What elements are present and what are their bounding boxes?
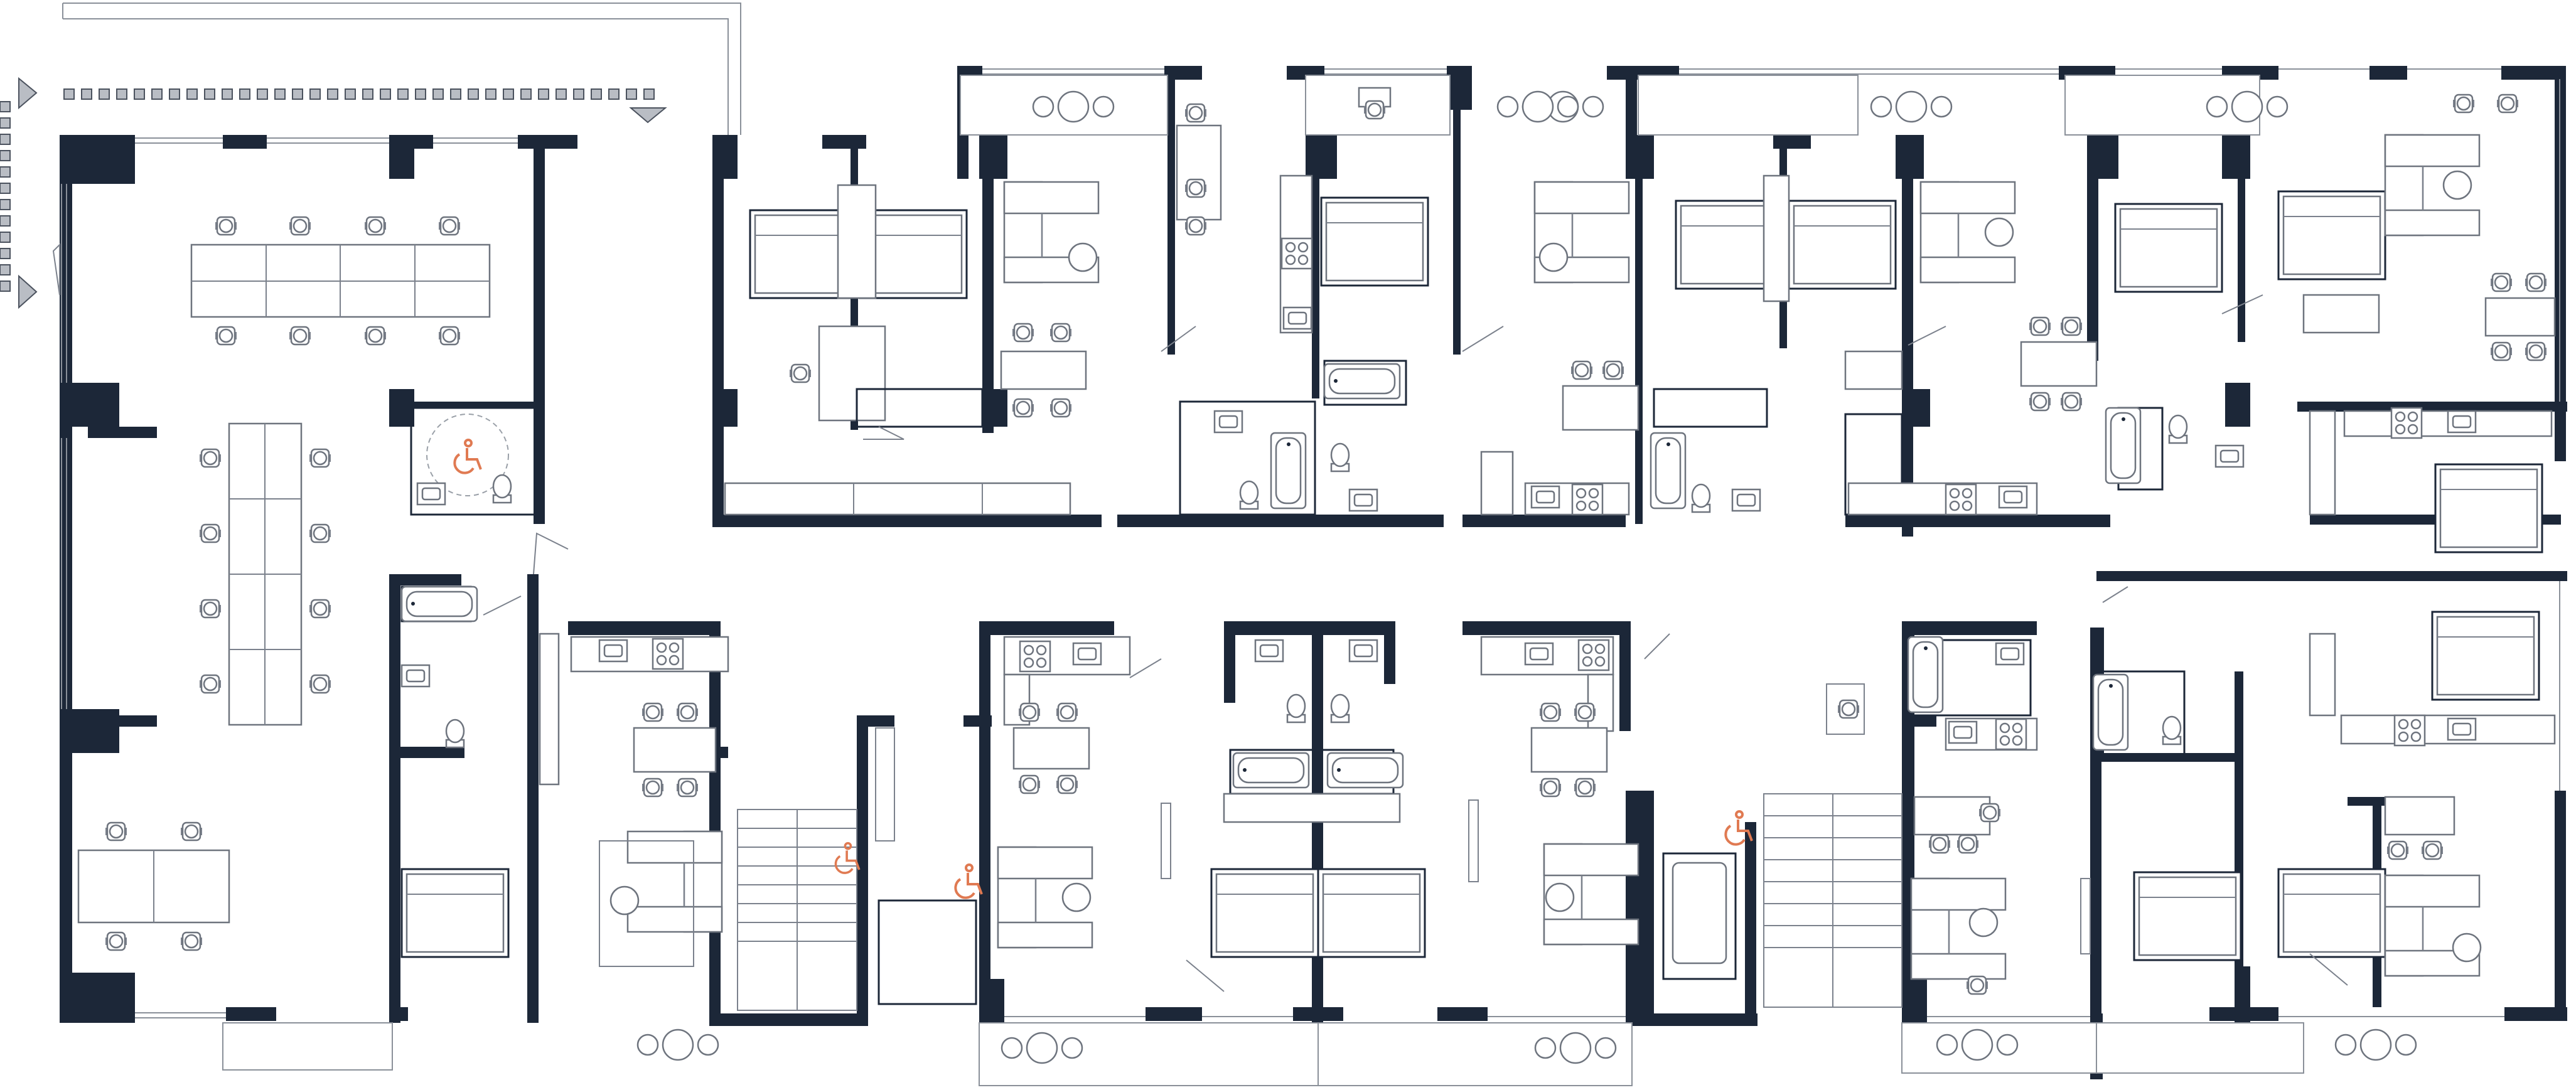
evacuation-route [0,3,741,309]
stove-icon [1945,483,1977,516]
bathtub-icon [1323,363,1401,400]
bathtub-icon [1907,636,1944,713]
balcony-table-icon [1534,1032,1617,1064]
bathtub-icon [2105,407,2142,484]
sink-icon [2447,410,2477,434]
sink-icon [1072,642,1102,666]
balcony-table-icon [1870,90,1953,123]
stove-icon [2390,407,2423,439]
sink-icon [1731,488,1761,512]
door-swing-icons [483,294,2348,992]
bed-icon [2431,611,2540,701]
sink-icon [416,482,446,506]
toilet-icon [2168,414,2188,444]
stair-icon [1763,793,1902,1008]
coworking-area [52,216,538,951]
stove-icon [1995,718,2027,751]
evacuation-arrow-icon [629,107,667,124]
toilet-icon [1691,483,1711,513]
bed-icon [2133,871,2242,961]
sink-icon [1282,306,1312,330]
sink-icon [598,639,628,663]
sink-icon [2447,717,2477,741]
balcony-table-icon [1936,1029,2019,1061]
sink-icon [2214,444,2245,468]
sink-icon [1530,485,1560,509]
toilet-icon [1330,693,1350,724]
bathtub-icon [2092,673,2129,751]
balcony-table-icon [1496,90,1579,123]
bathtub-icon [1326,752,1404,789]
bed-icon [1317,868,1426,958]
sink-icon [1998,485,2028,509]
sink-icon [1348,639,1378,663]
bed-icon [1320,196,1429,287]
sink-icon [400,664,431,688]
evacuation-arrow-icon [18,77,38,110]
bed-icon [1788,200,1897,290]
sink-icon [1213,410,1243,434]
stove-icon [2393,714,2426,747]
toilet-icon [2162,715,2182,745]
balcony-table-icon [1032,90,1115,123]
sink-icon [1348,488,1378,512]
south-apartments [400,585,2556,1011]
bed-icon [400,868,510,958]
bathtub-icon [1232,752,1310,789]
bathtub-icon [400,585,478,622]
bed-icon [2434,463,2543,553]
bathtub-icon [1270,432,1307,510]
stove-icon [1019,640,1051,673]
stove-icon [1280,237,1313,270]
bed-icon [2114,203,2223,293]
toilet-icon [445,719,465,749]
balconies [222,75,2417,1086]
balcony-table-icon [2334,1029,2417,1061]
sink-icon [1254,639,1284,663]
turning-circle [426,414,509,496]
sofa-icon [626,830,723,933]
balcony-table-icon [1001,1032,1083,1064]
wheelchair-icon [453,439,482,474]
stove-icon [652,638,684,670]
balcony-table-icon [2206,90,2289,123]
bed-icon [2277,190,2386,281]
bed-icon [1210,868,1319,958]
toilet-icon [1330,442,1350,473]
evacuation-arrow-icon [18,274,38,309]
toilet-icon [1286,693,1306,724]
north-apartments [724,87,2556,553]
bed-icon [2277,868,2386,958]
evacuation-dots-left [0,101,11,292]
sink-icon [1995,642,2025,666]
toilet-icon [492,474,512,504]
toilet-icon [1239,480,1259,510]
stove-icon [1571,483,1604,516]
sink-icon [1524,642,1554,666]
wheelchair-icon [954,863,983,899]
balcony-table-icon [636,1029,719,1061]
sink-icon [1948,720,1978,744]
evacuation-dots-top [63,88,655,100]
stair-icon [737,809,857,1011]
stove-icon [1577,639,1610,671]
bathtub-icon [1650,432,1687,510]
windows [61,68,2560,1018]
